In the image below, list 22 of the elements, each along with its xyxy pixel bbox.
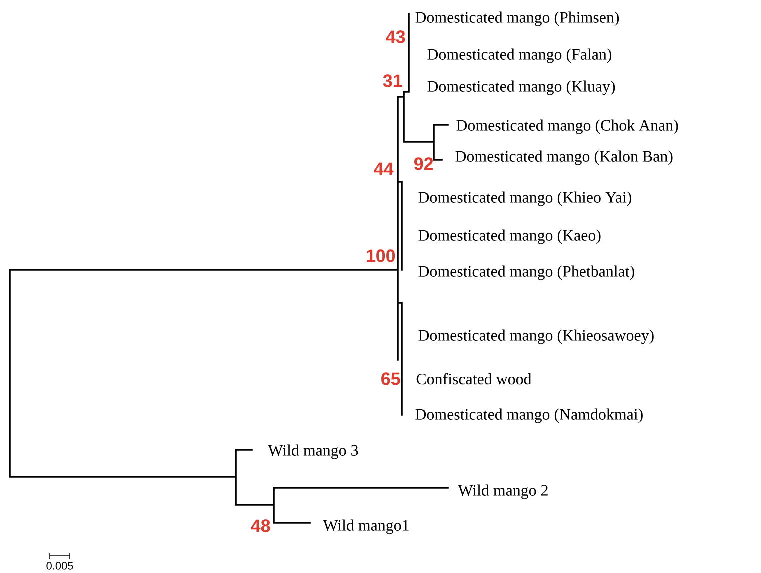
bootstrap-value: 65 xyxy=(382,372,400,386)
taxon-label: Domesticated mango (Kalon Ban) xyxy=(456,150,673,166)
taxon-label: Domesticated mango (Khieosawoey) xyxy=(418,330,654,344)
taxon-label: Domesticated mango (Phetbanlat) xyxy=(418,266,634,280)
bootstrap-value: 92 xyxy=(414,158,434,170)
taxon-label: Domesticated mango (Namdokmai) xyxy=(416,408,643,424)
taxon-label: Domesticated mango (Kluay) xyxy=(428,80,616,96)
taxon-label: Domesticated mango (Phimsen) xyxy=(416,12,620,26)
taxon-label: Domesticated mango (Falan) xyxy=(428,48,612,64)
taxon-label: Wild mango1 xyxy=(323,520,409,534)
taxon-label: Wild mango 2 xyxy=(458,484,548,500)
taxon-label: Domesticated mango (Kaeo) xyxy=(418,230,601,244)
bootstrap-value: 44 xyxy=(374,162,394,176)
bootstrap-value: 48 xyxy=(251,520,270,532)
bootstrap-value: 31 xyxy=(383,74,402,88)
taxon-label: Domesticated mango (Khieo Yai) xyxy=(418,192,632,206)
bootstrap-value: 100 xyxy=(367,250,396,262)
taxon-label: Domesticated mango (Chok Anan) xyxy=(456,120,678,134)
taxon-label: Confiscated wood xyxy=(416,373,532,385)
taxon-label: Wild mango 3 xyxy=(268,444,358,460)
bootstrap-value: 43 xyxy=(386,30,406,44)
scale-label: 0.005 xyxy=(46,562,74,570)
